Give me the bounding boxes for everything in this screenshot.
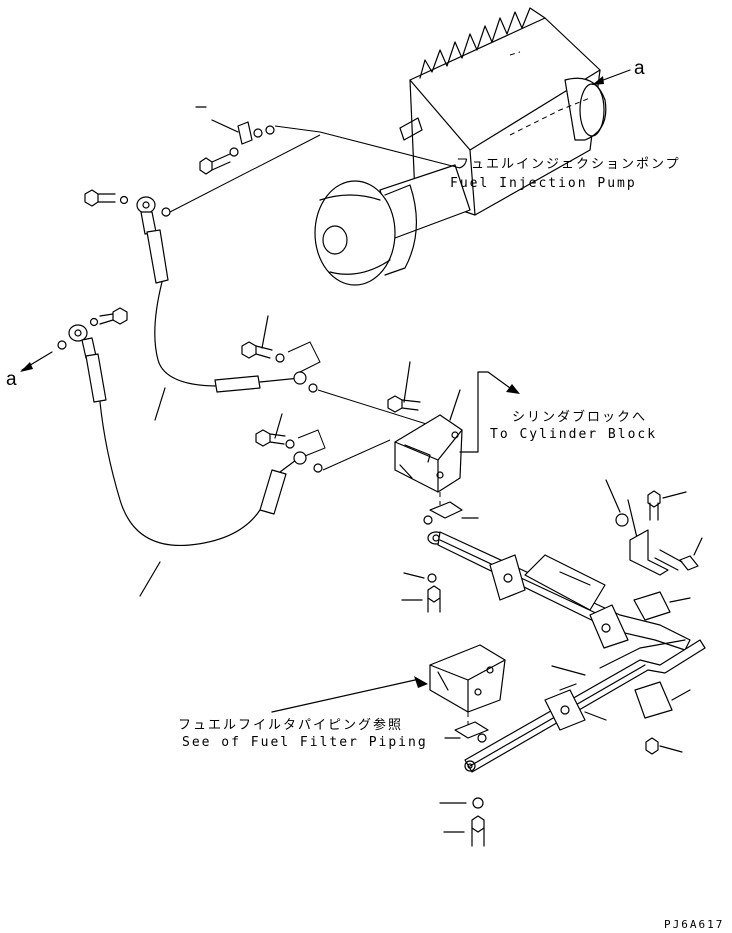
pump-label-jp: フュエルインジェクションポンプ <box>456 157 681 172</box>
upper-bolt-group <box>195 106 461 175</box>
hose-1 <box>84 134 321 421</box>
cylinder-label-en: To Cylinder Block <box>490 427 657 442</box>
pump-label-en: Fuel Injection Pump <box>450 176 637 191</box>
lower-pipe-assembly <box>439 639 706 847</box>
fuel-injection-pump <box>314 7 607 286</box>
filter-label-en: See of Fuel Filter Piping <box>182 735 428 750</box>
upper-pipe-assembly <box>401 515 691 651</box>
bolt-group-lower <box>255 413 326 457</box>
right-bracket-parts <box>605 479 703 755</box>
fuel-filter-block <box>271 644 506 739</box>
ref-a-top-label: a <box>634 58 645 79</box>
filter-label-jp: フュエルフイルタパイピング参照 <box>178 717 403 733</box>
ref-a-left: a <box>6 351 53 390</box>
cylinder-label-jp: シリンダブロックへ <box>512 409 647 425</box>
drawing-code: PJ6A617 <box>664 918 724 931</box>
junction-block <box>387 361 520 519</box>
ref-a-left-label: a <box>6 369 17 390</box>
hose-2 <box>57 307 391 597</box>
bolt-group-center <box>241 315 456 434</box>
ref-a-top: a <box>592 58 645 85</box>
